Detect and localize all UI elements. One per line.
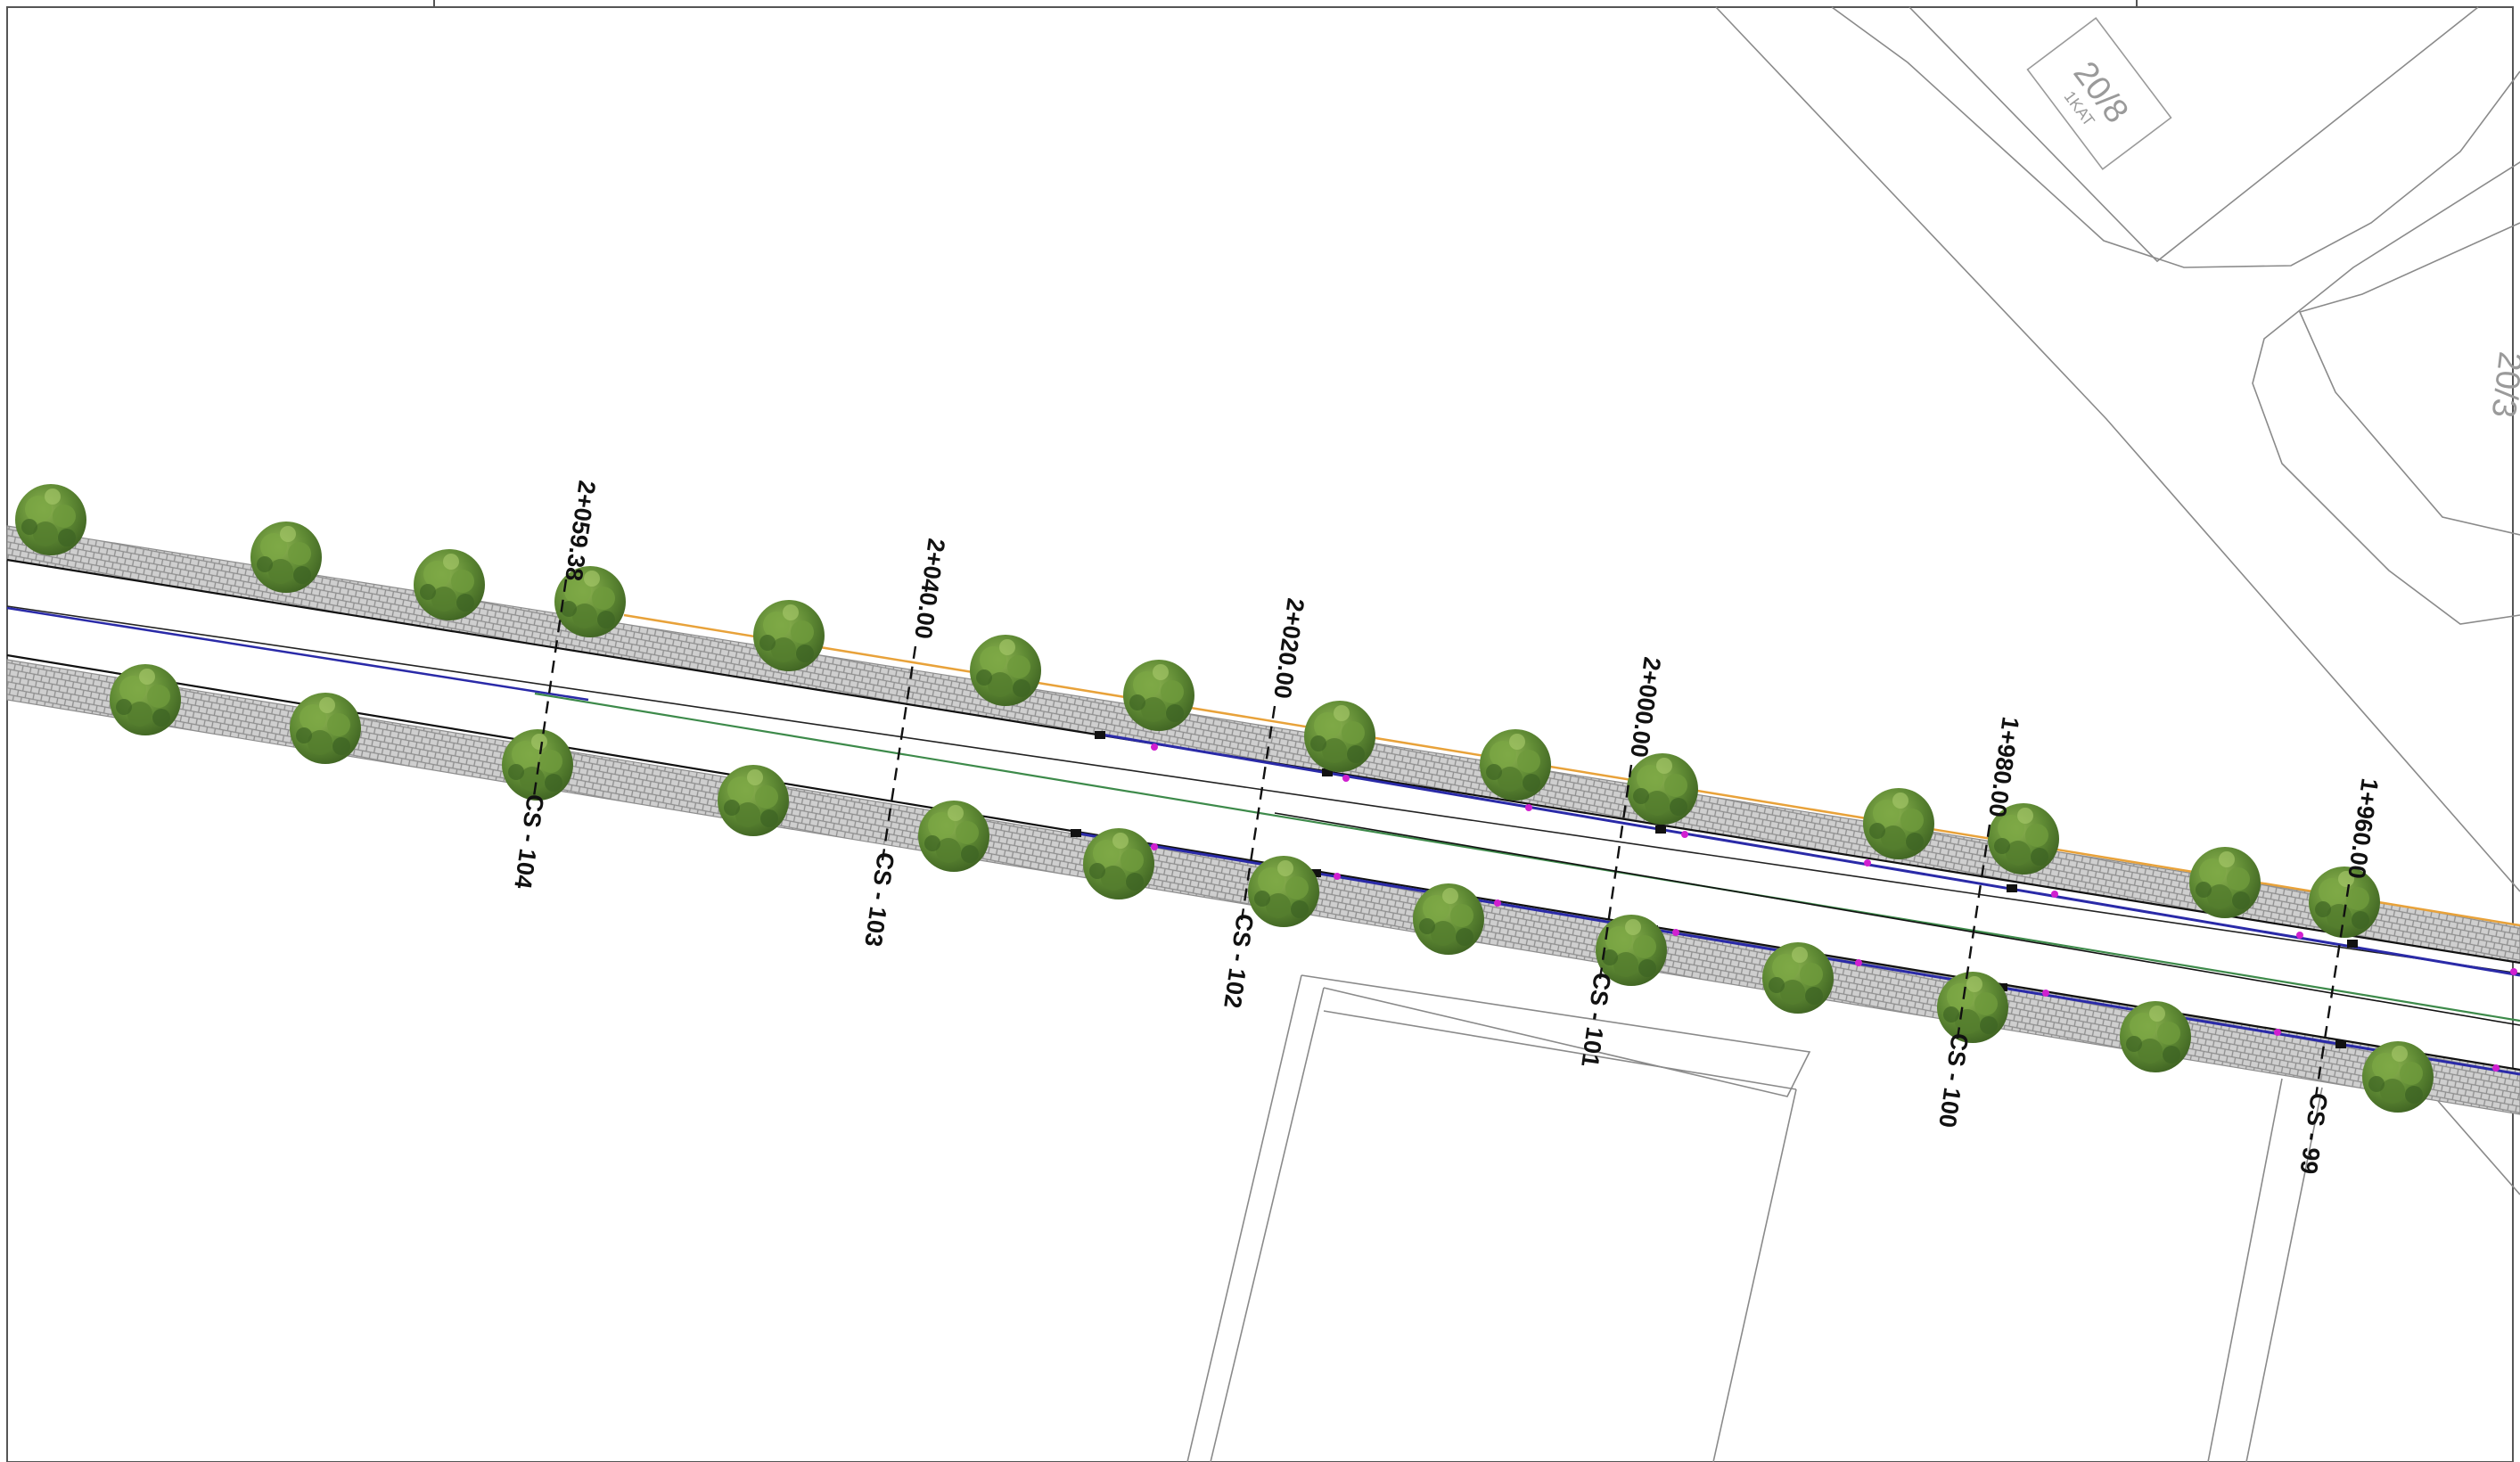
cross-section-cs-100: 1+980.00 CS - 100 [1933,715,2024,1129]
section-label: CS - 104 [509,793,549,891]
tree-icon [918,801,989,872]
chainage-label: 2+000.00 [1625,655,1665,759]
cross-section-cs-99: 1+960.00 CS - 99 [2294,776,2383,1176]
utility-markers [1151,743,2517,1072]
parcel-label-20-3: 20/3 [2484,349,2520,420]
section-label: CS - 100 [1933,1031,1974,1129]
tree-icon [15,484,86,555]
tree-icon [502,729,573,801]
chainage-label: 1+960.00 [2343,776,2383,880]
tree-icon [250,522,322,593]
tree-icon [718,765,789,836]
tree-icon [2120,1001,2191,1072]
cross-section-cs-102: 2+020.00 CS - 102 [1219,596,1309,1010]
tree-icon [2189,847,2261,918]
section-label: CS - 101 [1576,971,1616,1069]
sheet-frame [6,0,2514,1462]
tree-icon [1480,729,1551,801]
parcel-label-20-8: 20/8 1KAT [2026,17,2172,170]
tree-icon [414,549,485,620]
chainage-label: 2+020.00 [1268,596,1309,700]
cadastral-lines [1186,6,2520,1462]
tree-icon [110,664,181,735]
tree-icon [970,635,1041,706]
road-lines [6,558,2520,1076]
tree-icon [290,693,361,764]
tree-icon [1413,883,1484,955]
tree-icon [2362,1041,2434,1113]
cross-section-cs-101: 2+000.00 CS - 101 [1576,655,1666,1069]
cross-section-cs-104: 2+059.38 CS - 104 [509,479,601,891]
tree-icon [1762,942,1834,1014]
tree-icon [1304,701,1375,772]
tree-icon [1123,660,1194,731]
chainage-label: 2+040.00 [909,537,949,640]
section-label: CS - 102 [1219,912,1259,1010]
chainage-label: 1+980.00 [1983,715,2023,818]
tree-icon [753,600,825,671]
tree-icon [1083,828,1154,899]
tree-icon [1627,753,1698,825]
section-label: CS - 99 [2294,1091,2332,1176]
tree-icon [1863,788,1934,859]
section-label: CS - 103 [859,850,899,949]
